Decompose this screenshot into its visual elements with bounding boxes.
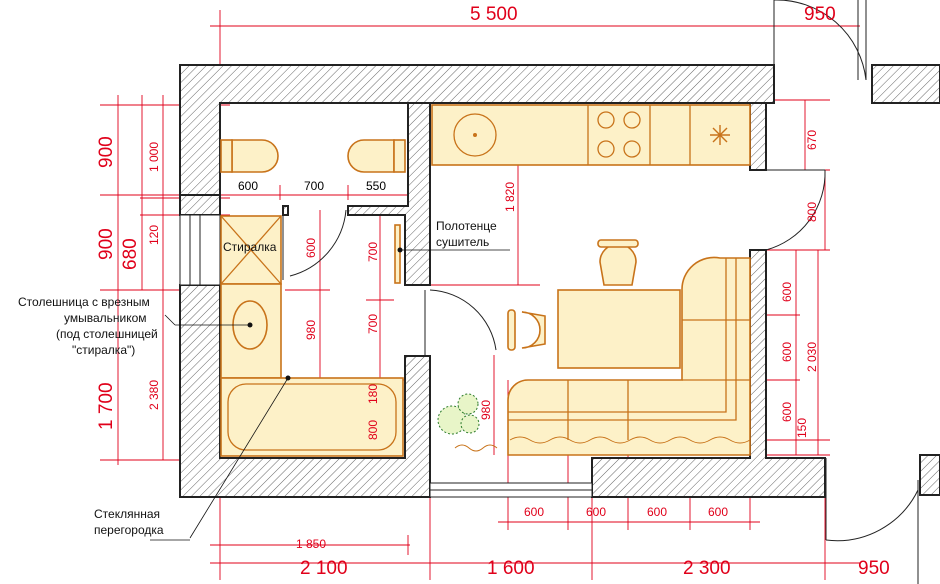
dim-right-2030: 2 030	[805, 342, 819, 372]
glass-label-line2: перегородка	[94, 523, 164, 537]
dim-wash-600: 600	[304, 238, 318, 258]
dim-left-1700: 1 700	[96, 382, 117, 430]
dim-bottom-1850: 1 850	[296, 537, 326, 551]
dimension-labels: 5 500 950 950 2 100 1 600 2 300 1 850 90…	[96, 4, 890, 579]
bidet	[347, 139, 406, 173]
dim-bath-800: 800	[366, 420, 380, 440]
dining-table	[557, 289, 681, 369]
dim-right-600c: 600	[780, 402, 794, 422]
dim-bottom-door: 950	[858, 558, 890, 579]
kitchen-counter	[431, 104, 751, 166]
left-window	[179, 214, 221, 286]
bathtub	[220, 377, 404, 457]
dim-sofa-600a: 600	[524, 505, 544, 519]
towel-label-line1: Полотенце	[436, 219, 497, 233]
dim-sofa-600d: 600	[708, 505, 728, 519]
dim-wc-700: 700	[304, 179, 324, 193]
towel-dryer	[394, 224, 401, 284]
dim-bottom-1600: 1 600	[487, 558, 535, 579]
glass-label-line1: Стеклянная	[94, 507, 160, 521]
toilet	[220, 139, 279, 173]
towel-label-line2: сушитель	[436, 235, 489, 249]
potted-plant	[437, 393, 480, 435]
dim-right-600b: 600	[780, 342, 794, 362]
dim-bottom-2100: 2 100	[300, 558, 348, 579]
counter-label-line3: (под столешницей	[56, 327, 158, 341]
dim-left-2380: 2 380	[147, 380, 161, 410]
washing-machine	[220, 215, 282, 285]
dim-left-680: 680	[120, 238, 141, 270]
rug-edge	[454, 444, 498, 452]
corner-sofa	[507, 256, 751, 456]
vanity-counter	[220, 283, 282, 379]
dim-wc-600: 600	[238, 179, 258, 193]
bottom-window	[429, 482, 593, 498]
annotation-labels: Стиралка Полотенце сушитель Столешница с…	[18, 219, 497, 537]
dim-vanity-980: 980	[304, 320, 318, 340]
counter-label-line4: "стиралка")	[72, 343, 135, 357]
dim-right-800: 800	[805, 202, 819, 222]
dim-right-150: 150	[795, 418, 809, 438]
dim-left-900a: 900	[96, 136, 117, 168]
dim-sofa-600c: 600	[647, 505, 667, 519]
dim-left-1000: 1 000	[147, 142, 161, 172]
walls	[179, 64, 940, 498]
washer-label: Стиралка	[223, 240, 277, 254]
chair-left	[507, 309, 546, 351]
dim-hall-700a: 700	[366, 242, 380, 262]
dim-wc-550: 550	[366, 179, 386, 193]
dim-top-total: 5 500	[470, 4, 518, 25]
counter-label-line2: умывальником	[64, 311, 147, 325]
chair-top	[597, 239, 639, 286]
dim-kitchen-1820: 1 820	[503, 182, 517, 212]
dim-sofa-600b: 600	[586, 505, 606, 519]
dim-hall-700b: 700	[366, 314, 380, 334]
counter-label-line1: Столешница с врезным	[18, 295, 150, 309]
dim-bath-180: 180	[366, 384, 380, 404]
dim-right-600a: 600	[780, 282, 794, 302]
leader-lines	[150, 249, 510, 541]
dim-left-120: 120	[147, 225, 161, 245]
dim-right-670: 670	[805, 130, 819, 150]
dim-top-door: 950	[804, 4, 836, 25]
dim-bottom-2300: 2 300	[683, 558, 731, 579]
dim-kitchen-980: 980	[479, 400, 493, 420]
dim-left-900b: 900	[96, 228, 117, 260]
doors	[282, 0, 919, 584]
